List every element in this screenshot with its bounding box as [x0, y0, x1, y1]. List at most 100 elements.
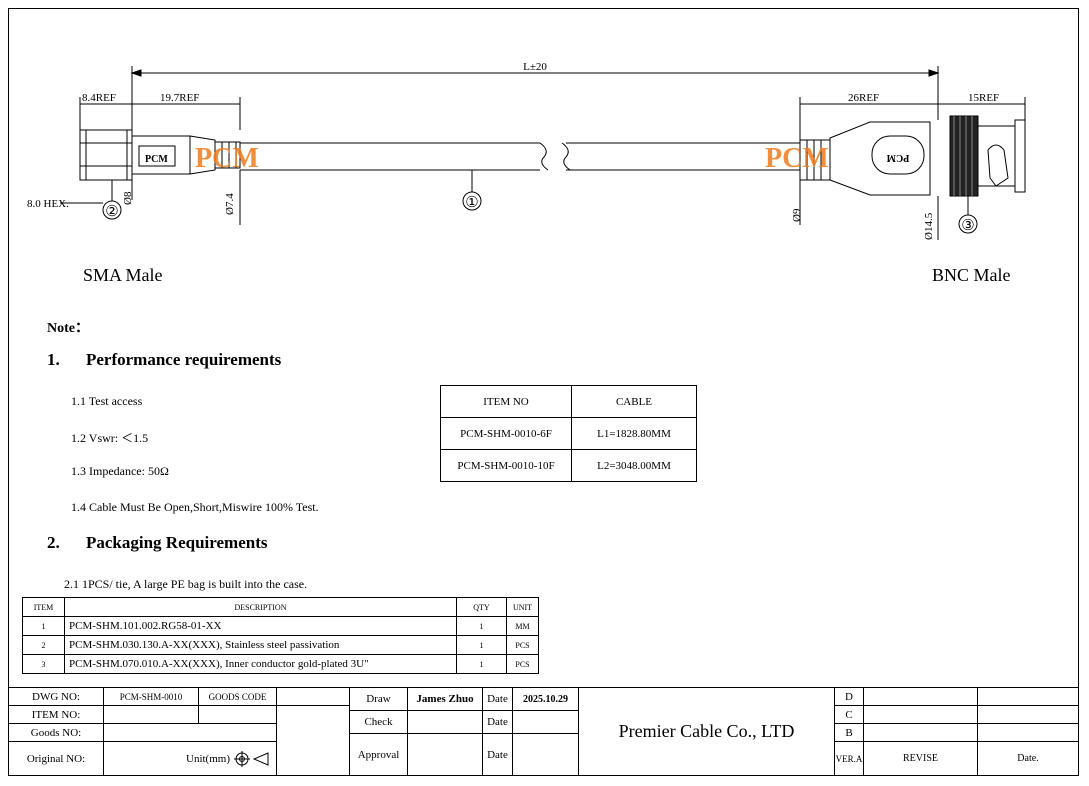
- dwg-no-label: DWG NO:: [8, 687, 104, 706]
- note-2-1: 2.1 1PCS/ tie, A large PE bag is built i…: [64, 577, 308, 591]
- bom-cell-qty: 1: [456, 654, 507, 674]
- dim-bnc-ref: 15REF: [968, 92, 999, 104]
- approval-label: Approval: [349, 733, 408, 776]
- cell-item-no: PCM-SHM-0010-10F: [440, 449, 572, 482]
- balloon-1: ①: [465, 195, 478, 211]
- draw-label: Draw: [349, 687, 408, 711]
- bom-cell-qty: 1: [456, 616, 507, 636]
- table-row: PCM-SHM-0010-6F L1=1828.80MM: [440, 417, 697, 450]
- bom-header-qty: QTY: [456, 597, 507, 617]
- dwg-no: PCM-SHM-0010: [103, 687, 199, 706]
- table-row: 3 PCM-SHM.070.010.A-XX(XXX), Inner condu…: [22, 654, 539, 674]
- cell-cable: L2=3048.00MM: [571, 449, 697, 482]
- pcm-logo-left: PCM: [195, 143, 259, 174]
- blank-cell: [198, 705, 277, 724]
- header-cable: CABLE: [571, 385, 697, 418]
- dim-sma-body-ref: 19.7REF: [160, 92, 199, 104]
- blank-cell: [977, 705, 1079, 724]
- dim-dia74: Ø7.4: [224, 193, 236, 215]
- table-row: PCM-SHM-0010-10F L2=3048.00MM: [440, 449, 697, 482]
- approval-date-label: Date: [482, 733, 513, 776]
- bom-cell-unit: MM: [506, 616, 539, 636]
- note-1-4: 1.4 Cable Must Be Open,Short,Miswire 100…: [71, 500, 319, 514]
- original-no-label: Original NO:: [8, 741, 104, 776]
- revise-label: REVISE: [863, 741, 978, 776]
- right-connector-label: BNC Male: [932, 265, 1011, 285]
- left-connector-label: SMA Male: [83, 265, 163, 285]
- blank-cell: [276, 687, 350, 706]
- cell-item-no: PCM-SHM-0010-6F: [440, 417, 572, 450]
- bnc-stamp: PCM: [886, 152, 909, 163]
- blank-cell: [977, 687, 1079, 706]
- pcm-logo-right: PCM: [765, 143, 829, 174]
- blank-cell: [103, 705, 199, 724]
- item-cable-table: ITEM NO CABLE PCM-SHM-0010-6F L1=1828.80…: [440, 385, 697, 482]
- ver-a-label: VER.A: [834, 741, 864, 776]
- blank-cell: [103, 723, 277, 742]
- date-col-label: Date.: [977, 741, 1079, 776]
- section-1-title: Performance requirements: [86, 350, 282, 369]
- section-1-number: 1.: [47, 350, 60, 369]
- section-2-title: Packaging Requirements: [86, 533, 268, 552]
- header-item-no: ITEM NO: [440, 385, 572, 418]
- blank-cell: [512, 710, 579, 734]
- projection-symbol-icon: [234, 750, 269, 767]
- draw-date-label: Date: [482, 687, 513, 711]
- bom-cell-item: 1: [22, 616, 65, 636]
- dim-dia145: Ø14.5: [923, 212, 935, 240]
- bom-cell-unit: PCS: [506, 635, 539, 655]
- cell-cable: L1=1828.80MM: [571, 417, 697, 450]
- table-row: 1 PCM-SHM.101.002.RG58-01-XX 1 MM: [22, 616, 539, 636]
- dim-dia8: Ø8: [122, 191, 134, 205]
- table-header-row: ITEM NO CABLE: [440, 385, 697, 418]
- table-row: 2 PCM-SHM.030.130.A-XX(XXX), Stainless s…: [22, 635, 539, 655]
- bom-header-row: ITEM DESCRIPTION QTY UNIT: [22, 597, 539, 617]
- blank-cell: [977, 723, 1079, 742]
- bom-header-unit: UNIT: [506, 597, 539, 617]
- blank-cell: [863, 687, 978, 706]
- blank-cell: [863, 705, 978, 724]
- balloon-2: ②: [105, 204, 118, 220]
- overall-length-label: L±20: [523, 61, 547, 73]
- dim-hex: 8.0 HEX.: [27, 198, 69, 210]
- dim-sma-ref: 8.4REF: [82, 92, 116, 104]
- note-heading: Note：: [47, 321, 89, 336]
- bom-cell-item: 2: [22, 635, 65, 655]
- bom-cell-description: PCM-SHM.070.010.A-XX(XXX), Inner conduct…: [64, 654, 457, 674]
- sma-stamp: PCM: [145, 154, 168, 165]
- bom-header-description: DESCRIPTION: [64, 597, 457, 617]
- blank-cell: [512, 733, 579, 776]
- unit-cell: Unit(mm): [103, 741, 277, 776]
- rev-d: D: [834, 687, 864, 706]
- cable-drawing: L±20 8.4REF 19.7REF 26REF 15REF 8.0 HEX.…: [27, 61, 1026, 285]
- blank-cell: [407, 710, 483, 734]
- bom-table: ITEM DESCRIPTION QTY UNIT 1 PCM-SHM.101.…: [22, 597, 539, 674]
- check-date-label: Date: [482, 710, 513, 734]
- company-name: Premier Cable Co., LTD: [578, 687, 835, 776]
- check-label: Check: [349, 710, 408, 734]
- draw-date: 2025.10.29: [512, 687, 579, 711]
- rev-b: B: [834, 723, 864, 742]
- blank-cell: [407, 733, 483, 776]
- bom-cell-qty: 1: [456, 635, 507, 655]
- title-block: DWG NO: PCM-SHM-0010 GOODS CODE ITEM NO:…: [8, 687, 1079, 776]
- drawer-name: James Zhuo: [407, 687, 483, 711]
- goods-code-label: GOODS CODE: [198, 687, 277, 706]
- bom-cell-description: PCM-SHM.101.002.RG58-01-XX: [64, 616, 457, 636]
- bom-header-item: ITEM: [22, 597, 65, 617]
- bom-cell-unit: PCS: [506, 654, 539, 674]
- bom-cell-item: 3: [22, 654, 65, 674]
- unit-label: Unit(mm): [186, 752, 230, 765]
- section-2-number: 2.: [47, 533, 60, 552]
- balloon-3: ③: [961, 218, 974, 234]
- blank-cell: [276, 705, 350, 776]
- dim-dia9: Ø9: [791, 208, 803, 222]
- item-no-label: ITEM NO:: [8, 705, 104, 724]
- bom-cell-description: PCM-SHM.030.130.A-XX(XXX), Stainless ste…: [64, 635, 457, 655]
- note-1-2: 1.2 Vswr: ＜1.5: [71, 431, 149, 445]
- note-1-3: 1.3 Impedance: 50Ω: [71, 464, 169, 478]
- rev-c: C: [834, 705, 864, 724]
- dim-bnc-body-ref: 26REF: [848, 92, 879, 104]
- blank-cell: [863, 723, 978, 742]
- note-1-1: 1.1 Test access: [71, 394, 143, 408]
